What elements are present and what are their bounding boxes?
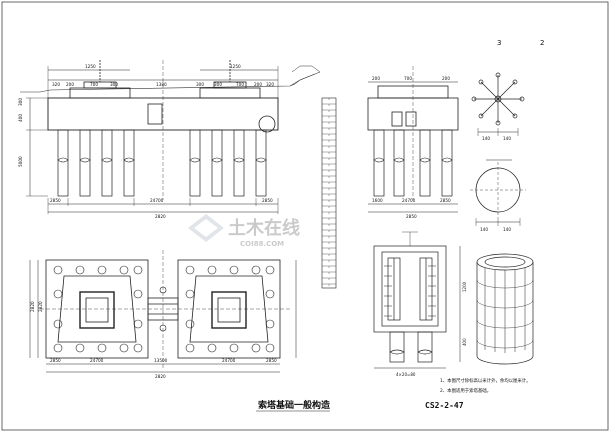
pile-star-section — [471, 72, 525, 136]
pile-star-labels: 140 140 — [482, 136, 511, 141]
dim-label: 2850 — [50, 358, 61, 363]
drawing-number: CS2-2-47 — [425, 401, 464, 410]
dim-label: 300 — [110, 82, 118, 87]
plan-view — [29, 250, 297, 373]
dim-label: 24700 — [402, 198, 416, 203]
dim-label: 4×20=80 — [396, 372, 416, 377]
note-line: 2、本图适用于索塔基础。 — [440, 387, 491, 394]
dim-label: 24700 — [150, 198, 164, 203]
elevation-labels: 1250 1250 320 200 700 300 1380 300 300 7… — [18, 64, 274, 219]
dim-label: 1200 — [462, 281, 467, 292]
dim-label: 2820 — [155, 214, 166, 219]
page-mark: 3 — [497, 39, 501, 47]
cylinder-view — [476, 253, 534, 365]
dim-label: 140 — [480, 227, 488, 232]
dim-label: 300 — [18, 98, 23, 106]
dim-label: 400 — [18, 114, 23, 122]
dim-label: 2850 — [262, 198, 273, 203]
dim-label: 700 — [404, 76, 412, 81]
side-view-labels: 200 700 200 1600 24700 2850 2850 — [372, 76, 451, 219]
detail-view — [373, 231, 461, 369]
dim-label: 140 — [482, 136, 490, 141]
watermark-cn: 土木在线 — [228, 217, 300, 239]
dim-label: 700 — [236, 82, 244, 87]
dim-label: 1250 — [230, 64, 241, 69]
watermark-logo: 土木在线 COI88.COM — [188, 214, 300, 248]
dim-label: 1380 — [156, 82, 167, 87]
dim-label: 2850 — [440, 198, 451, 203]
dim-label: 140 — [503, 227, 511, 232]
dim-label: 13500 — [154, 358, 168, 363]
dim-label: 24700 — [222, 358, 236, 363]
dim-label: 200 — [254, 82, 262, 87]
dim-label: 200 — [442, 76, 450, 81]
dim-label: 200 — [66, 82, 74, 87]
soil-column — [321, 97, 337, 289]
dim-label: 24700 — [90, 358, 104, 363]
plan-labels: 2820 2820 2850 24700 13500 24700 2850 28… — [30, 301, 277, 379]
dim-label: 300 — [196, 82, 204, 87]
title-block: 索塔基础一般构造 CS2-2-47 — [256, 399, 464, 412]
drawing-title: 索塔基础一般构造 — [258, 399, 331, 411]
dim-label: 2850 — [50, 198, 61, 203]
circle-section-labels: 140 140 — [480, 227, 511, 232]
dim-label: 2820 — [155, 374, 166, 379]
dim-label: 320 — [52, 82, 60, 87]
detail-labels: 4×20=80 1200 400 — [396, 281, 467, 377]
page-mark: 2 — [540, 39, 544, 47]
circle-section — [470, 159, 526, 226]
elevation-view — [20, 60, 321, 214]
dim-label: 320 — [266, 82, 274, 87]
dim-label: 2820 — [38, 301, 43, 312]
dim-label: 1250 — [85, 64, 96, 69]
dim-label: 2850 — [266, 358, 277, 363]
notes-block: 1、本图尺寸除标高以米计外，余均以厘米计。 2、本图适用于索塔基础。 — [440, 377, 531, 394]
dim-label: 200 — [372, 76, 380, 81]
dim-label: 400 — [462, 338, 467, 346]
dim-label: 300 — [214, 82, 222, 87]
dim-label: 5000 — [18, 156, 23, 167]
dim-label: 1600 — [372, 198, 383, 203]
dim-label: 2820 — [30, 301, 35, 312]
dim-label: 2850 — [406, 214, 417, 219]
dim-label: 140 — [503, 136, 511, 141]
side-view — [367, 66, 459, 213]
watermark-en: COI88.COM — [240, 240, 284, 248]
note-line: 1、本图尺寸除标高以米计外，余均以厘米计。 — [440, 377, 531, 384]
dim-label: 700 — [90, 82, 98, 87]
